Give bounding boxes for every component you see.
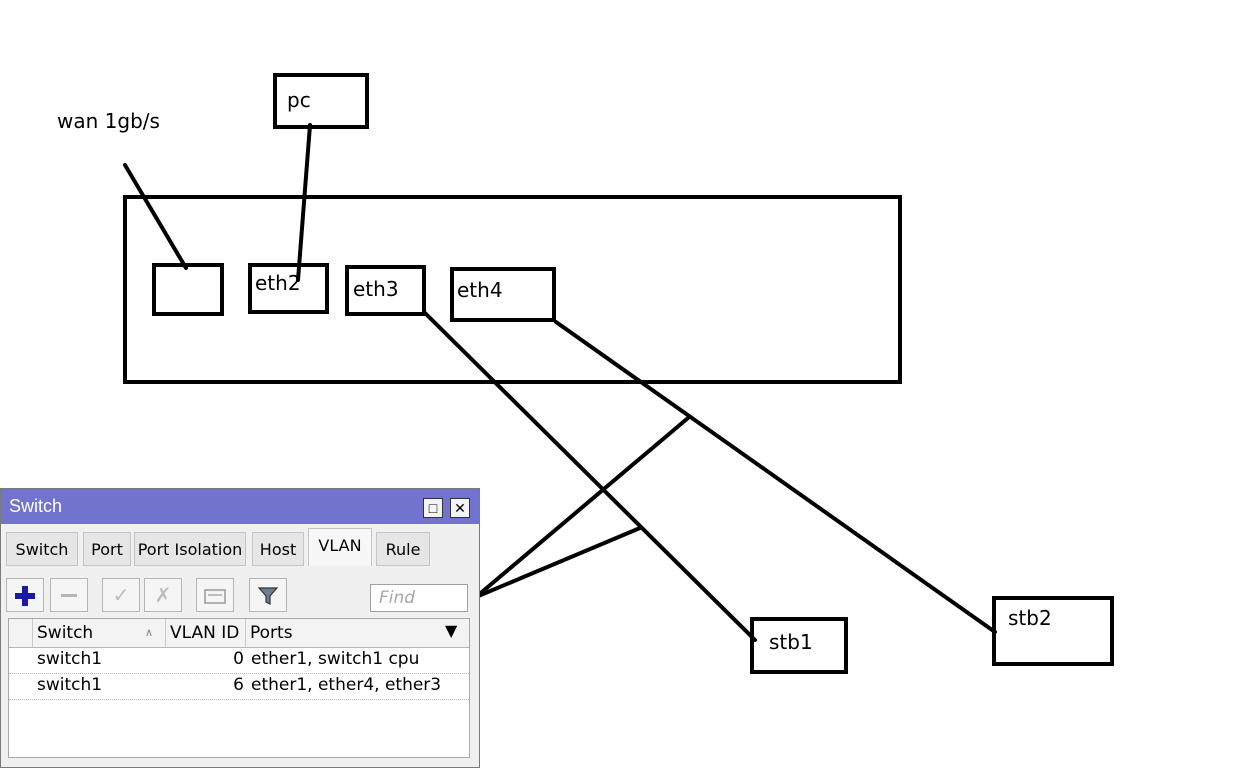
window-titlebar[interactable]: Switch □ ✕: [1, 489, 479, 524]
close-icon: ✕: [454, 500, 466, 516]
sort-ascending-icon: ∧: [145, 626, 154, 639]
plus-icon: [15, 586, 35, 606]
close-button[interactable]: ✕: [450, 498, 470, 518]
find-input[interactable]: Find: [370, 584, 468, 612]
arrow-upper-line: [474, 416, 690, 599]
tab-port[interactable]: Port: [83, 532, 131, 566]
eth3-label: eth3: [353, 277, 399, 301]
table-header: Switch ∧ VLAN ID Ports ▼: [9, 619, 469, 648]
filter-button[interactable]: [249, 578, 287, 612]
row-ports: ether1, switch1 cpu: [251, 649, 420, 669]
router-box: [123, 195, 902, 384]
tab-switch[interactable]: Switch: [6, 532, 78, 566]
filter-icon: [257, 587, 279, 605]
pc-label: pc: [287, 88, 311, 112]
window-title: Switch: [9, 496, 63, 516]
stb2-label: stb2: [1008, 606, 1052, 630]
tab-host[interactable]: Host: [252, 532, 304, 566]
stb1-label: stb1: [769, 630, 813, 654]
maximize-button[interactable]: □: [423, 498, 443, 518]
wan-port-box: [152, 263, 224, 316]
column-menu-button[interactable]: ▼: [445, 621, 457, 641]
row-switch: switch1: [37, 675, 103, 695]
column-header-ports[interactable]: Ports: [250, 623, 293, 643]
wan-line: [123, 163, 188, 270]
row-vlan-id: 0: [233, 649, 244, 669]
add-button[interactable]: [6, 578, 44, 612]
tab-vlan[interactable]: VLAN: [308, 528, 372, 566]
eth3-port-box: [345, 265, 426, 316]
table-row[interactable]: switch1 0 ether1, switch1 cpu: [9, 648, 469, 674]
tab-port-isolation[interactable]: Port Isolation: [134, 532, 246, 566]
chevron-down-icon: ▼: [445, 621, 458, 640]
pc-eth2-line: [296, 123, 312, 282]
wan-label: wan 1gb/s: [57, 109, 160, 133]
header-spacer: [9, 619, 33, 647]
eth2-label: eth2: [255, 271, 301, 295]
eth4-stb2-line: [554, 320, 997, 634]
column-header-vlan-id[interactable]: VLAN ID: [166, 619, 246, 647]
comment-button[interactable]: [196, 578, 234, 612]
cross-icon: ✗: [154, 583, 172, 607]
tab-rule[interactable]: Rule: [376, 532, 430, 566]
disable-button[interactable]: ✗: [144, 578, 182, 612]
checkmark-icon: ✓: [112, 583, 130, 607]
comment-icon: [204, 589, 226, 604]
eth4-port-box: [450, 267, 556, 322]
stb1-box: [750, 617, 848, 674]
enable-button[interactable]: ✓: [102, 578, 140, 612]
remove-button[interactable]: [50, 578, 88, 612]
table-row[interactable]: switch1 6 ether1, ether4, ether3: [9, 674, 469, 700]
stb2-box: [992, 596, 1114, 666]
pc-box: [273, 73, 369, 129]
row-switch: switch1: [37, 649, 103, 669]
eth2-port-box: [248, 263, 329, 314]
row-ports: ether1, ether4, ether3: [251, 675, 442, 695]
arrow-lower-line: [474, 526, 642, 599]
minus-icon: [61, 594, 77, 597]
eth3-stb1-line: [422, 310, 757, 642]
column-header-switch-label: Switch: [37, 623, 94, 643]
column-header-switch[interactable]: Switch ∧: [33, 619, 166, 647]
eth4-label: eth4: [457, 278, 503, 302]
row-vlan-id: 6: [233, 675, 244, 695]
maximize-icon: □: [428, 500, 438, 516]
vlan-table: Switch ∧ VLAN ID Ports ▼ switch1 0 ether…: [8, 618, 470, 758]
